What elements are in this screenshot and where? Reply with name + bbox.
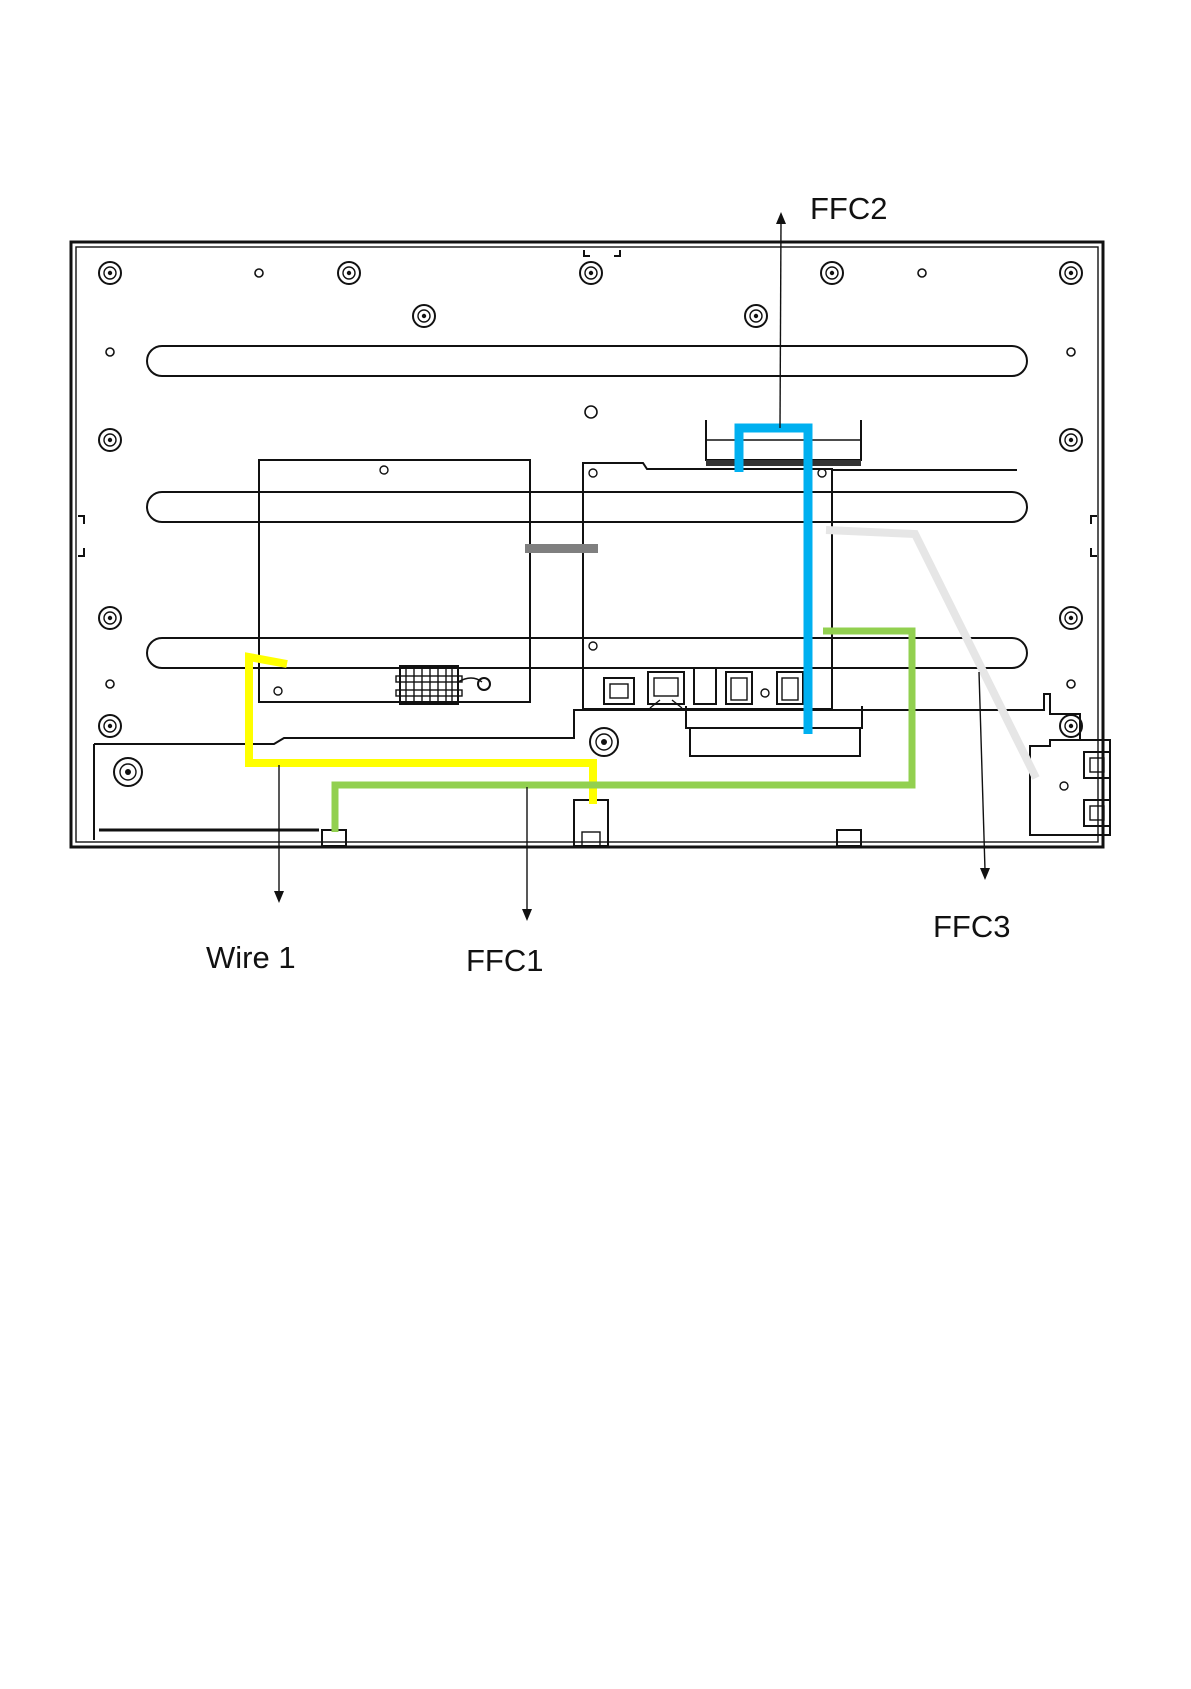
port-icon xyxy=(777,672,803,704)
io-ports xyxy=(604,668,803,708)
mounting-hole-icon xyxy=(1060,782,1068,790)
usb-port-icon xyxy=(1084,800,1110,826)
screw-boss-icon xyxy=(821,262,843,284)
port-icon xyxy=(610,684,628,698)
rail-middle xyxy=(147,492,1027,522)
cable-clip-icon xyxy=(837,830,861,846)
mounting-hole-icon xyxy=(589,469,597,477)
cable-ffc3 xyxy=(826,530,1036,778)
cable-ffc1 xyxy=(335,631,912,832)
leader-line-ffc3 xyxy=(979,672,985,870)
mounting-hole-icon xyxy=(106,348,114,356)
mounting-hole-icon xyxy=(1067,348,1075,356)
mounting-hole-icon xyxy=(274,687,282,695)
screw-boss-icon xyxy=(745,305,767,327)
main-board xyxy=(583,463,862,756)
label-ffc2: FFC2 xyxy=(810,191,888,226)
rails xyxy=(147,346,1027,668)
port-icon xyxy=(694,668,716,704)
alignment-bracket-top xyxy=(584,250,620,256)
arrowhead-icon xyxy=(274,891,284,903)
power-board-outline xyxy=(259,460,530,702)
bottom-tray-outline xyxy=(94,694,1080,744)
screw-boss-icon xyxy=(1060,429,1082,451)
arrowhead-icon xyxy=(522,909,532,921)
label-wire1: Wire 1 xyxy=(206,940,296,975)
main-board-bracket-lower xyxy=(690,728,860,756)
transformer-icon xyxy=(396,666,490,704)
cables xyxy=(249,428,1036,832)
mounting-hole-icon xyxy=(1067,680,1075,688)
mounting-hole-icon xyxy=(106,680,114,688)
alignment-bracket-left xyxy=(78,516,84,556)
screw-boss-icon xyxy=(99,262,121,284)
mounting-hole-icon xyxy=(818,469,826,477)
rail-top xyxy=(147,346,1027,376)
screw-boss-icon xyxy=(99,715,121,737)
usb-port-icon xyxy=(1084,752,1110,778)
screw-boss-icon xyxy=(413,305,435,327)
mounting-hole-icon xyxy=(589,642,597,650)
port-icon xyxy=(726,672,752,704)
screw-boss-icon xyxy=(580,262,602,284)
screw-boss-icon xyxy=(1060,715,1082,737)
mounting-hole-icon xyxy=(585,406,597,418)
panel-connector xyxy=(706,460,861,466)
screw-boss-icon xyxy=(338,262,360,284)
screw-boss-icon xyxy=(99,607,121,629)
label-ffc1: FFC1 xyxy=(466,943,544,978)
arrowhead-icon xyxy=(980,868,990,880)
arrowhead-icon xyxy=(776,212,786,224)
mounting-hole-icon xyxy=(255,269,263,277)
mounting-hole-icon xyxy=(918,269,926,277)
screw-boss-icon xyxy=(1060,262,1082,284)
leader-line-ffc2 xyxy=(780,222,781,428)
leader-lines xyxy=(274,212,990,921)
alignment-bracket-right xyxy=(1091,516,1097,556)
cable-clip-icon xyxy=(574,800,608,846)
label-ffc3: FFC3 xyxy=(933,909,1011,944)
cable-clip-icon xyxy=(322,830,346,846)
mounting-hole-icon xyxy=(380,466,388,474)
screw-boss-icon xyxy=(99,429,121,451)
screw-boss-icon xyxy=(1060,607,1082,629)
mounting-hole-icon xyxy=(761,689,769,697)
board-to-board-connector xyxy=(525,544,598,553)
port-icon xyxy=(604,678,634,704)
